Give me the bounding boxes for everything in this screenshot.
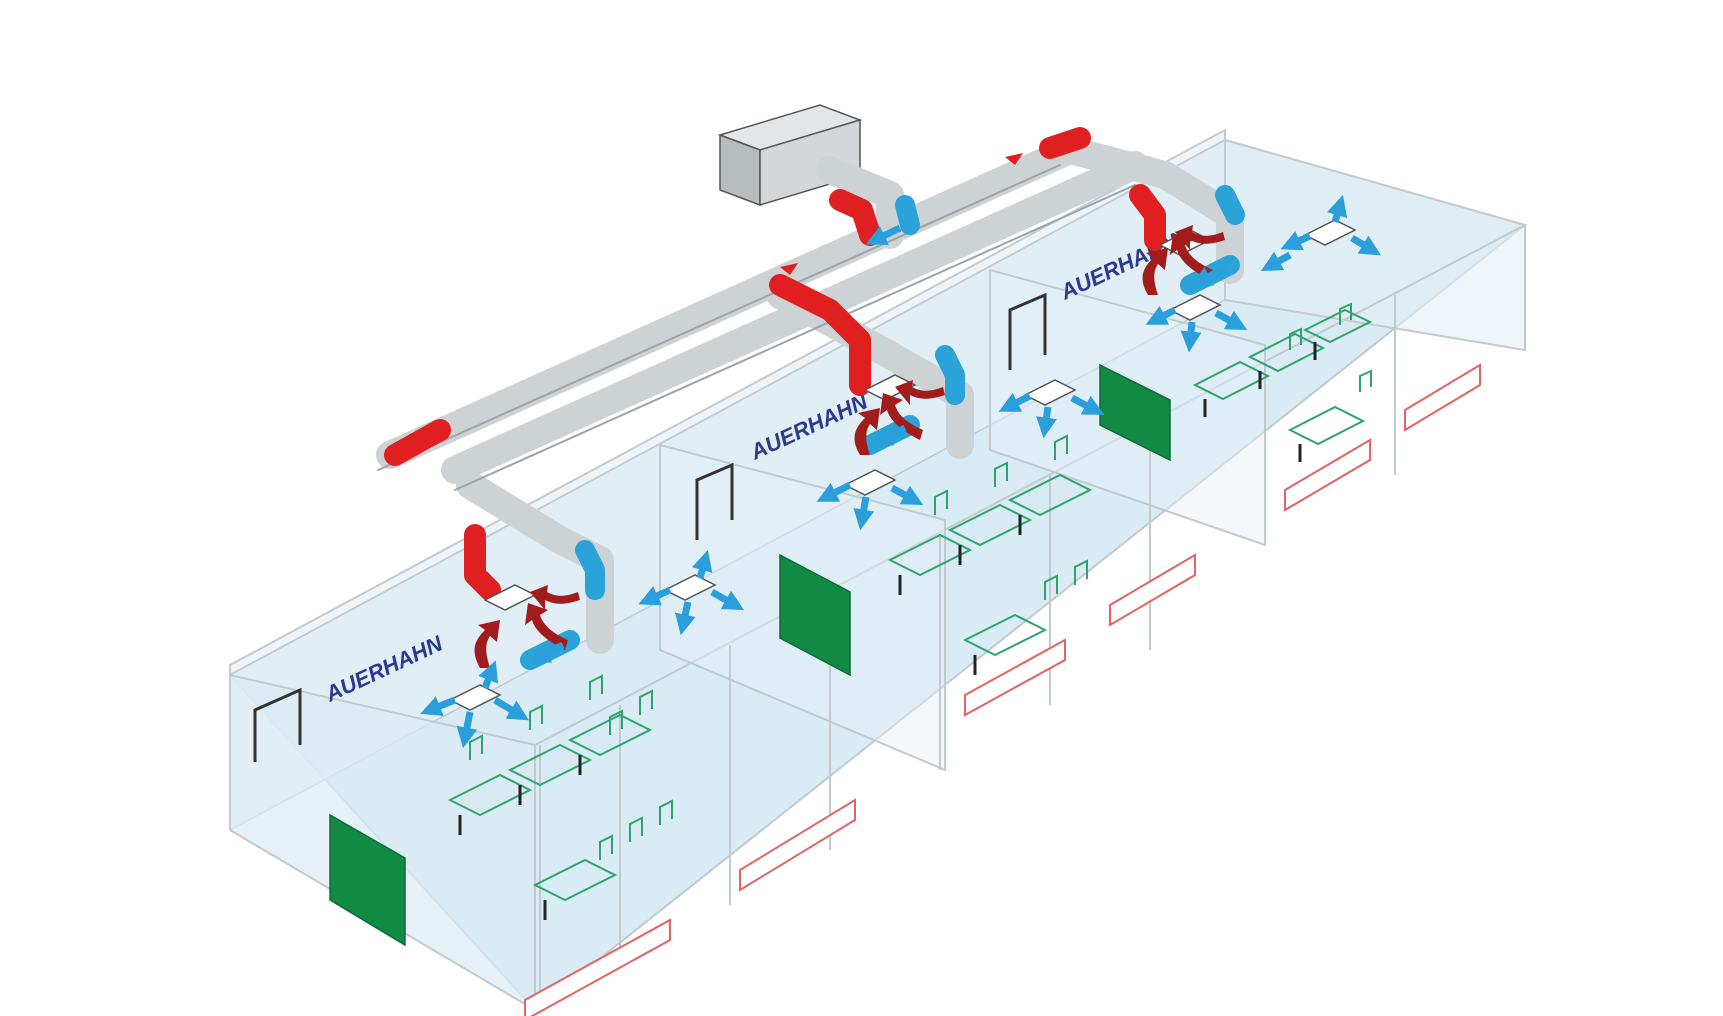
duct-arrow — [780, 263, 798, 275]
supply-arrow — [895, 380, 945, 405]
return-arrow — [1070, 394, 1105, 415]
radiators — [524, 363, 1481, 1016]
chalkboard-room-1 — [329, 813, 406, 947]
return-arrow — [674, 601, 696, 636]
supply-arrow — [474, 620, 500, 668]
chalkboards — [329, 363, 1171, 947]
return-arrow — [853, 496, 875, 531]
door-room-1 — [253, 687, 302, 762]
return-arrow — [816, 481, 852, 502]
return-diffuser-4 — [1023, 379, 1077, 406]
return-airflow-arrows — [420, 194, 1382, 749]
return-diffuser-6 — [1303, 219, 1357, 246]
front-wall-top-edge — [534, 224, 1526, 746]
return-arrow — [528, 641, 565, 663]
return-arrow — [493, 696, 530, 721]
return-diffuser-2 — [663, 574, 717, 601]
desk-group-room-2 — [887, 434, 1093, 675]
chalkboard-room-2 — [779, 553, 851, 677]
return-arrow — [1190, 264, 1227, 286]
supply-diffuser-2 — [863, 374, 917, 401]
supply-arrow — [525, 603, 568, 650]
return-arrow — [420, 696, 457, 716]
return-arrow — [638, 586, 672, 606]
building-shell — [228, 128, 1528, 1012]
supply-arrow — [1142, 248, 1168, 295]
duct-arrow — [420, 434, 438, 446]
supply-arrow — [880, 393, 923, 440]
furniture — [447, 302, 1373, 920]
radiator-1a — [524, 918, 671, 1016]
return-arrow — [865, 224, 902, 245]
front-wall-posts — [539, 295, 1396, 1005]
radiator-3b — [1404, 363, 1481, 432]
duct-arrow — [1005, 153, 1023, 165]
door-room-2 — [695, 462, 734, 540]
return-arrow — [710, 588, 745, 611]
supply-airflow-arrows — [474, 225, 1225, 668]
air-handling-unit — [717, 104, 863, 207]
door-room-3 — [1008, 292, 1047, 370]
desk-group-room-3 — [1192, 302, 1373, 462]
return-arrow — [692, 549, 713, 579]
return-arrow — [1214, 309, 1248, 331]
return-arrow — [1036, 406, 1057, 439]
return-diffuser-3 — [843, 469, 897, 496]
return-arrow — [870, 424, 907, 446]
duct-direction-arrows — [420, 153, 1023, 446]
return-arrow — [890, 484, 924, 506]
radiator-1b — [739, 798, 856, 892]
return-arrow — [1350, 234, 1382, 256]
radiator-3a — [1284, 438, 1371, 512]
return-arrow — [1326, 194, 1348, 223]
return-arrow — [456, 711, 478, 749]
supply-arrow — [854, 408, 880, 455]
return-diffuser-5 — [1168, 294, 1222, 321]
doors — [253, 292, 1047, 762]
supply-arrow — [530, 585, 580, 610]
return-arrow — [998, 392, 1032, 412]
main-duct-edge — [377, 164, 1136, 491]
radiator-2b — [1109, 553, 1196, 627]
ductwork — [376, 127, 1245, 670]
return-arrow — [1280, 231, 1312, 251]
return-arrow — [1180, 321, 1202, 353]
radiator-2a — [964, 638, 1066, 717]
return-arrow — [478, 660, 498, 690]
return-arrow — [1260, 251, 1292, 272]
supply-arrow — [1175, 225, 1225, 250]
return-arrow — [1145, 305, 1177, 325]
return-diffuser-1 — [448, 684, 502, 711]
